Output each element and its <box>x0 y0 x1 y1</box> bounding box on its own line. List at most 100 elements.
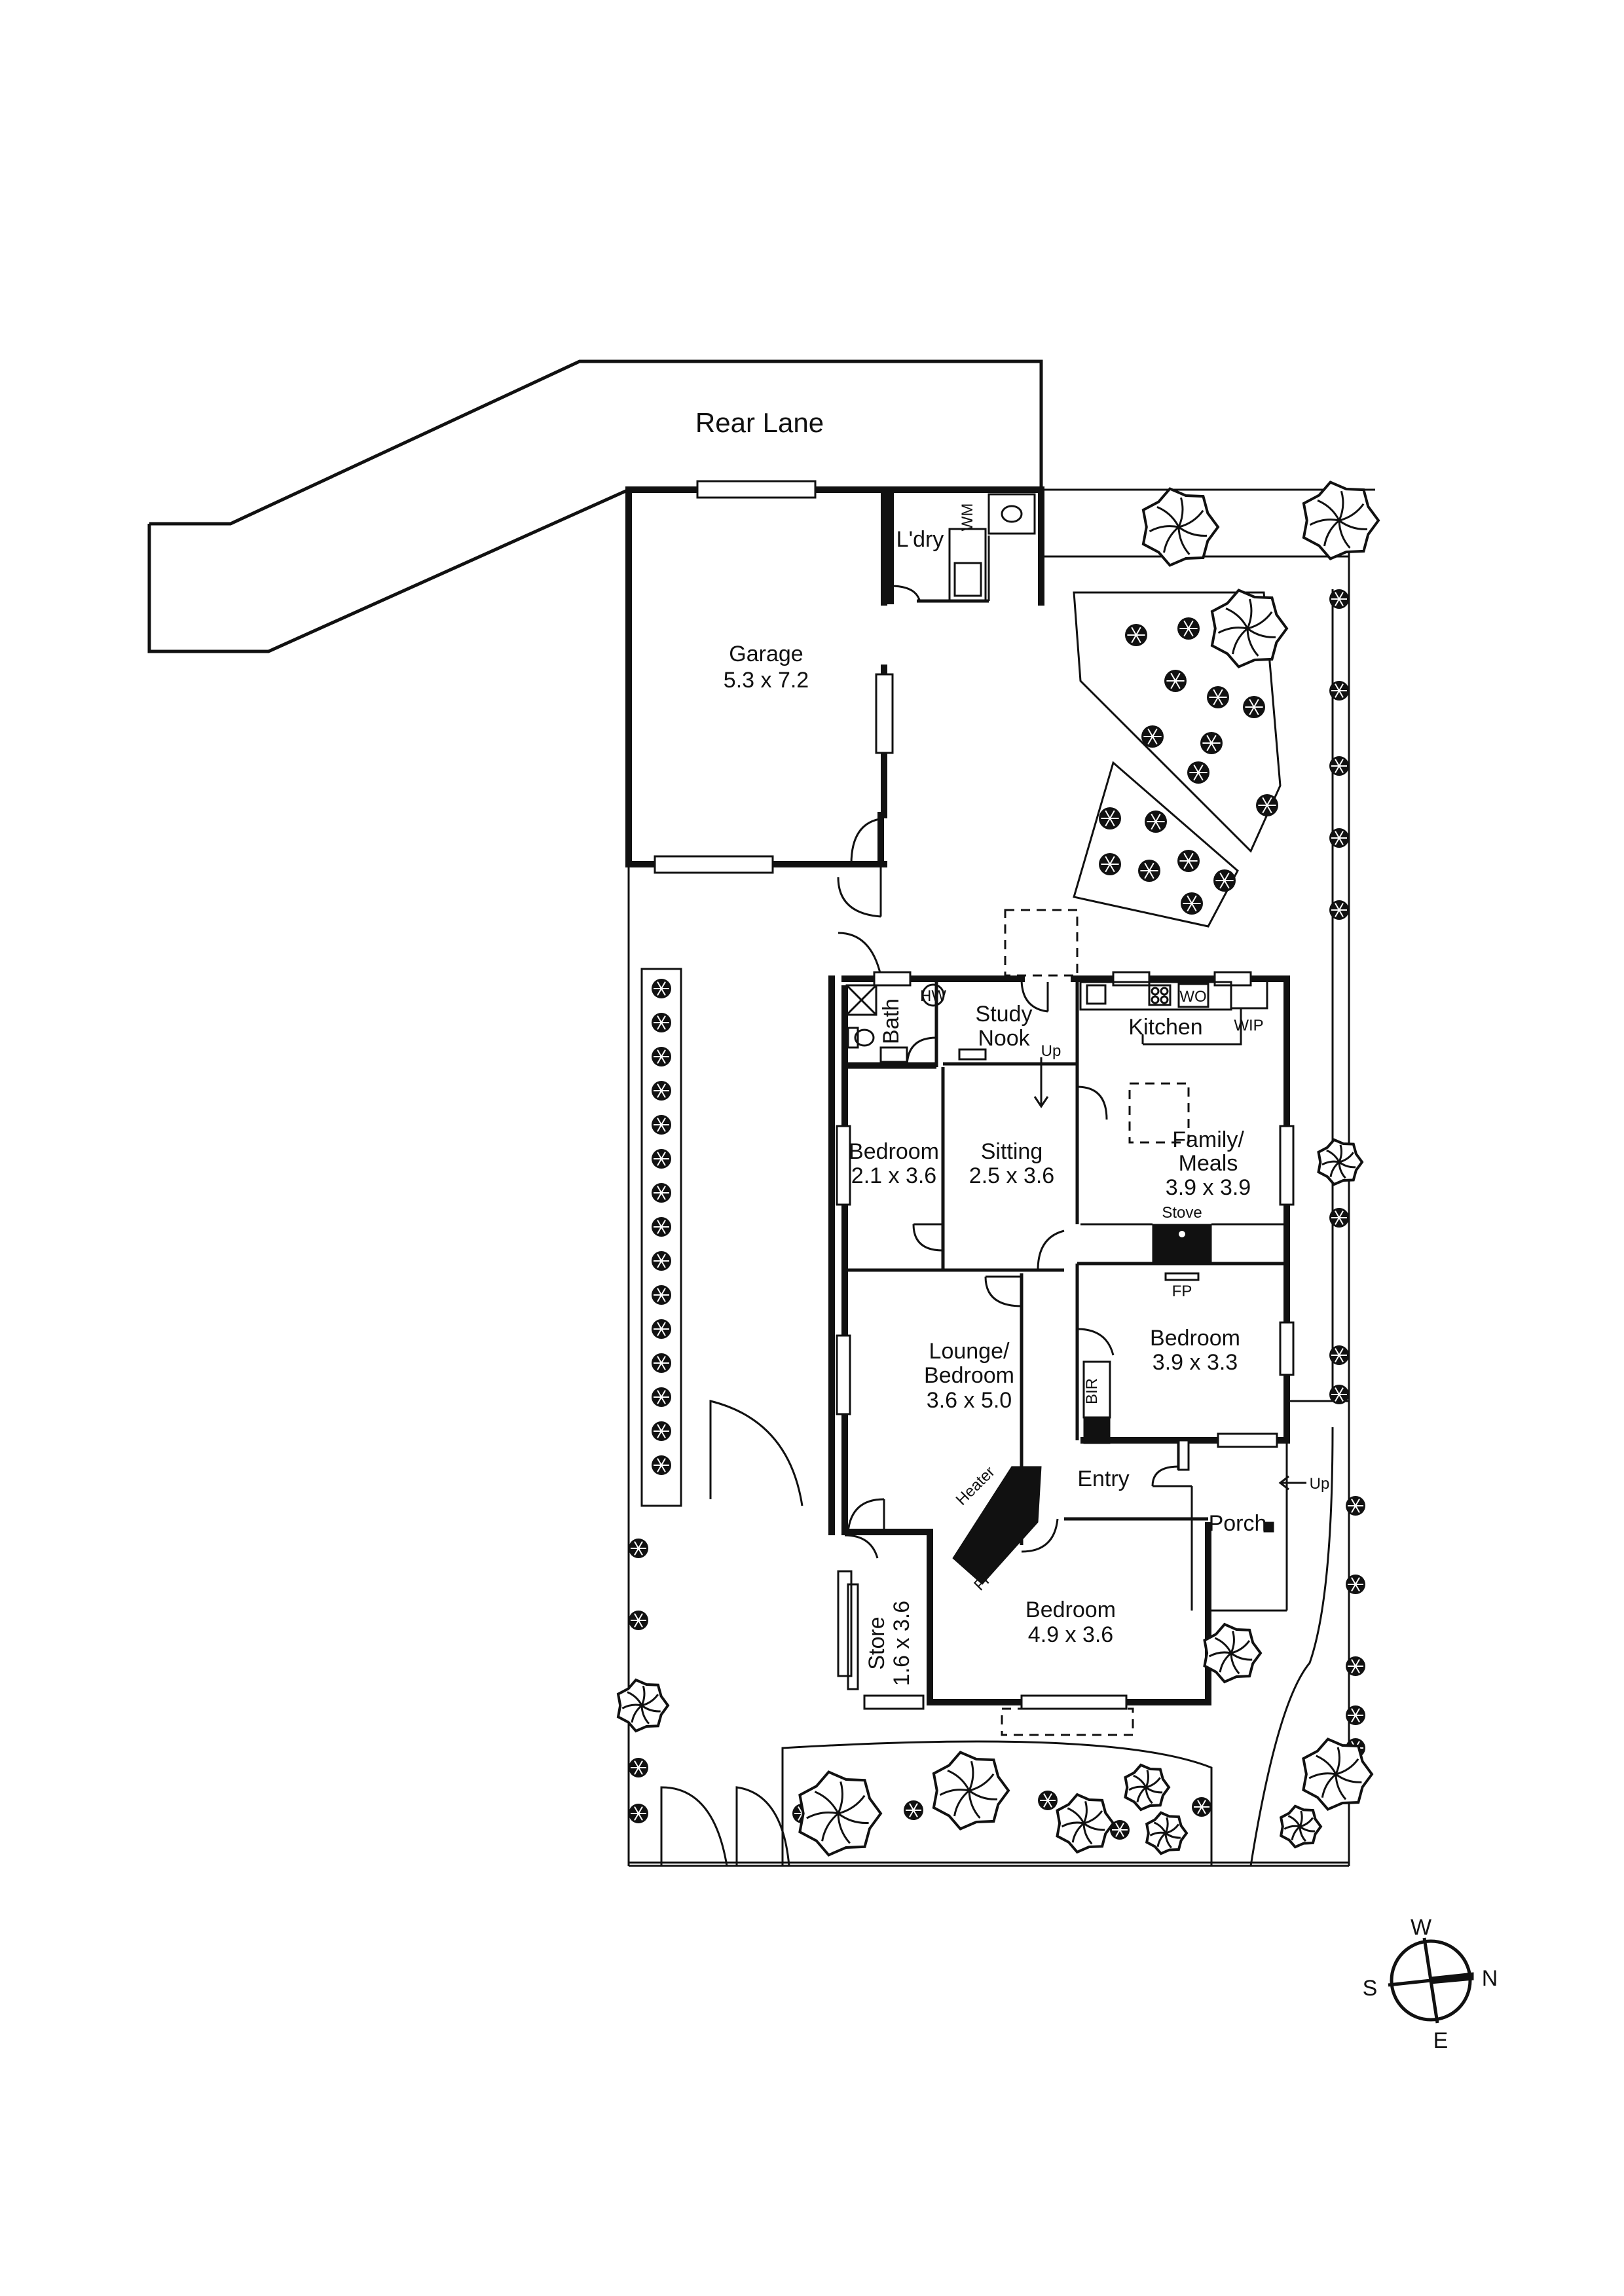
shrub-icon <box>1181 892 1203 915</box>
shrub-icon <box>652 1285 671 1305</box>
tree-icon <box>1145 1811 1189 1855</box>
bedroom-east-label: Bedroom <box>1150 1326 1240 1351</box>
bir-label: BIR <box>1083 1378 1101 1404</box>
shrub-icon <box>1187 761 1209 784</box>
shrub-icon <box>652 1081 671 1101</box>
wall-oven-label: WO <box>1179 988 1206 1006</box>
porch-up-label: Up <box>1310 1475 1330 1493</box>
tree-icon <box>798 1770 883 1857</box>
shrub-icon <box>1329 681 1349 701</box>
tree-icon <box>1279 1804 1323 1849</box>
shrub-icon <box>1213 869 1236 892</box>
fence-shrubs <box>629 589 1365 1840</box>
bath-label: Bath <box>879 998 904 1044</box>
store-shelving <box>847 1583 859 1690</box>
study-label-2: Nook <box>978 1026 1030 1051</box>
lounge-label-1: Lounge/ <box>929 1339 1010 1364</box>
store-size: 1.6 x 3.6 <box>889 1601 914 1686</box>
shrub-icon <box>1099 807 1121 829</box>
shrub-icon <box>1038 1791 1058 1810</box>
bedroom-east-size: 3.9 x 3.3 <box>1153 1350 1238 1375</box>
shrub-icon <box>1099 853 1121 875</box>
shrub-icon <box>652 979 671 998</box>
study-label-1: Study <box>976 1002 1033 1027</box>
fireplace-label-family: FP <box>1172 1283 1192 1300</box>
shrub-icon <box>1200 732 1223 754</box>
shrub-icon <box>629 1539 648 1558</box>
shrub-icon <box>1329 828 1349 848</box>
garden-beds <box>1073 591 1282 928</box>
bir <box>1082 1360 1111 1444</box>
compass-north: N <box>1482 1966 1498 1991</box>
shrub-icon <box>1329 1208 1349 1228</box>
shrub-icon <box>1346 1575 1365 1594</box>
shrub-icon <box>652 1115 671 1135</box>
shrub-cluster <box>1099 617 1278 915</box>
bath-fixtures <box>845 983 945 1063</box>
tree-icon <box>1302 481 1380 560</box>
internal-walls <box>844 978 1306 1702</box>
bedroom-front-label: Bedroom <box>1025 1597 1116 1622</box>
shrub-icon <box>1346 1656 1365 1676</box>
shrub-icon <box>1138 860 1160 882</box>
shrub-icon <box>1329 900 1349 920</box>
tree-icon <box>616 1678 670 1733</box>
side-garden-bed <box>640 968 682 1507</box>
shrub-icon <box>1256 794 1278 816</box>
hot-water-label: HW <box>920 987 946 1005</box>
store-label: Store <box>864 1616 889 1669</box>
garage: Garage 5.3 x 7.2 <box>625 480 1044 874</box>
lounge-size: 3.6 x 5.0 <box>927 1388 1012 1413</box>
shrub-icon <box>652 1319 671 1339</box>
shrub-icon <box>1141 725 1164 748</box>
shrub-icon <box>629 1611 648 1630</box>
shrub-icon <box>904 1800 923 1820</box>
compass-east: E <box>1433 2028 1449 2053</box>
shrub-icon <box>1192 1797 1211 1817</box>
lounge-label-2: Bedroom <box>924 1363 1014 1388</box>
shrub-icon <box>652 1353 671 1373</box>
shrub-icon <box>1329 756 1349 776</box>
tree-icon <box>932 1751 1010 1831</box>
compass-west: W <box>1411 1915 1431 1940</box>
shrub-icon <box>1177 850 1200 872</box>
shrub-icon <box>652 1387 671 1407</box>
shrub-icon <box>1177 617 1200 640</box>
shrub-icon <box>1145 811 1167 833</box>
rear-lane-label: Rear Lane <box>695 407 824 438</box>
driveway-gates <box>660 1400 1213 1867</box>
kitchen-fixtures <box>1079 979 1268 1144</box>
shrub-icon <box>1125 624 1147 646</box>
tree-icon <box>1302 1737 1374 1812</box>
shrub-icon <box>1110 1820 1130 1840</box>
stove-label: Stove <box>1162 1204 1202 1222</box>
shrub-icon <box>652 1251 671 1271</box>
family-size: 3.9 x 3.9 <box>1166 1175 1251 1200</box>
compass-south: S <box>1363 1976 1378 2001</box>
room-labels: HW Bath Study Nook Up Kitchen WO WIP Bed… <box>849 987 1329 1686</box>
shrub-icon <box>1207 686 1229 708</box>
bedroom-front-size: 4.9 x 3.6 <box>1028 1622 1113 1647</box>
family-label-2: Meals <box>1179 1151 1238 1176</box>
tree-icon <box>1203 1622 1263 1684</box>
sitting-label: Sitting <box>981 1139 1043 1164</box>
laundry-label: L'dry <box>896 527 944 552</box>
entry-label: Entry <box>1077 1467 1129 1491</box>
shrub-icon <box>629 1758 648 1777</box>
shrub-icon <box>652 1149 671 1169</box>
shrub-icon <box>1164 670 1187 692</box>
garage-size: 5.3 x 7.2 <box>724 668 809 693</box>
windows <box>836 971 1295 1736</box>
shrub-icon <box>1329 1345 1349 1365</box>
shrub-icon <box>652 1183 671 1203</box>
walkway <box>837 864 1079 977</box>
shrub-icon <box>652 1047 671 1066</box>
trees <box>616 481 1380 1857</box>
tree-icon <box>1124 1763 1171 1812</box>
tree-icon <box>1210 589 1289 668</box>
kitchen-label: Kitchen <box>1128 1015 1202 1040</box>
study-up-label: Up <box>1041 1042 1061 1060</box>
laundry: L'dry WM <box>887 486 1036 604</box>
garage-label: Garage <box>729 642 803 666</box>
